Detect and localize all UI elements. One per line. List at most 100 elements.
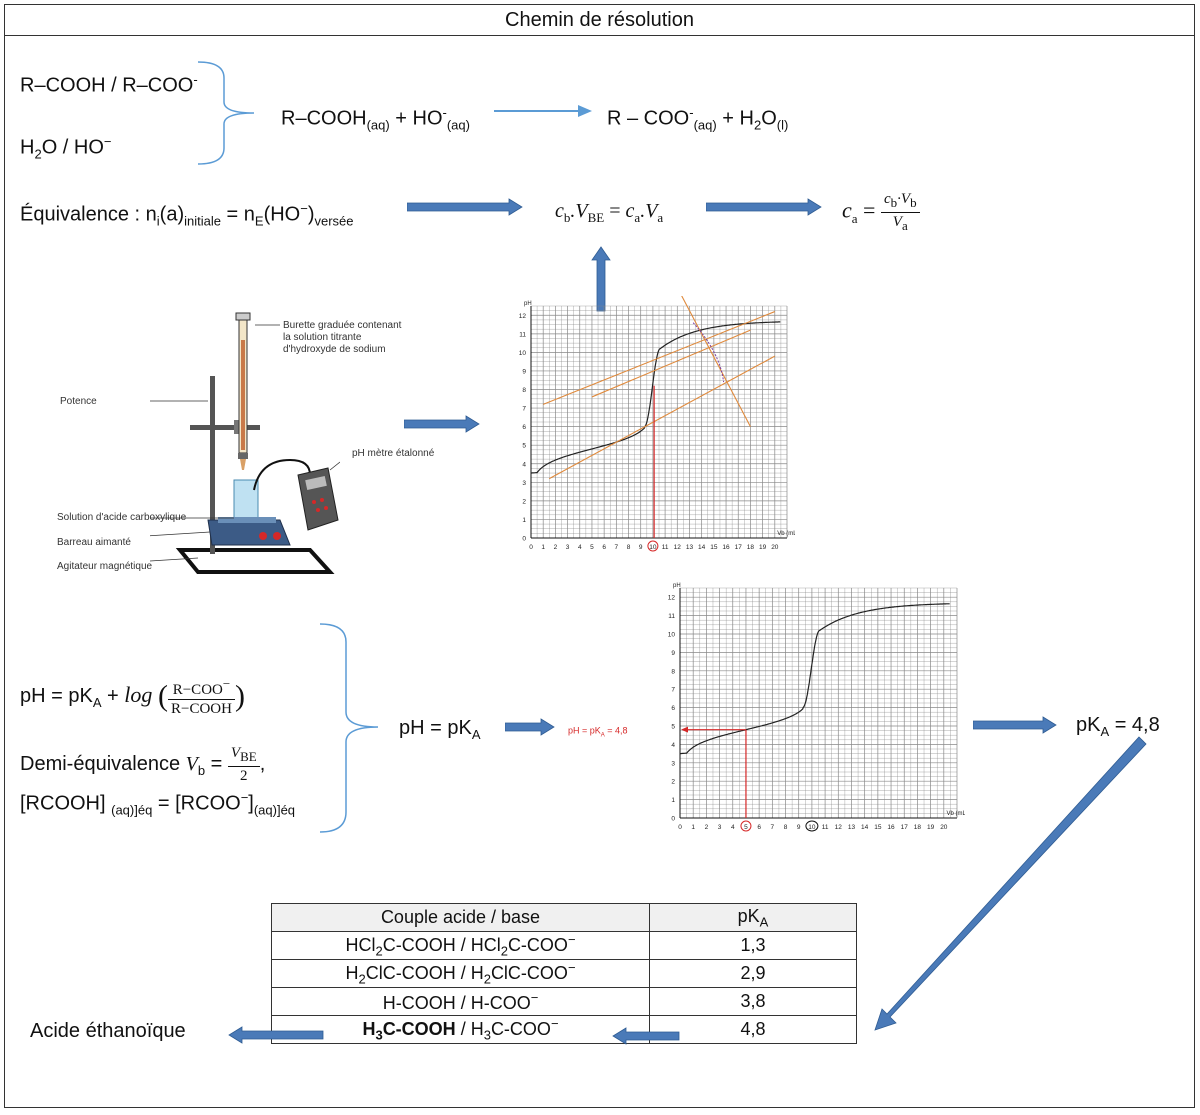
block-arrow-4 [505, 718, 555, 736]
block-arrow-diagonal [874, 736, 1147, 1031]
y-tick-label: 3 [671, 760, 675, 767]
x-tick-label: 15 [874, 824, 882, 831]
y-tick-label: 5 [522, 443, 526, 450]
brace-1 [197, 61, 255, 165]
henderson-equation: pH = pKA + log (R−COO−R−COOH) [20, 676, 245, 717]
x-tick-label: 18 [747, 544, 755, 551]
couple-cell: H-COOH / H-COO− [271, 987, 650, 1016]
y-tick-label: 3 [522, 480, 526, 487]
x-tick-label: 3 [718, 824, 722, 831]
table-row: H2ClC-COOH / H2ClC-COO− 2,9 [271, 959, 857, 988]
x-tick-label: 2 [554, 544, 558, 551]
y-tick-label: 8 [522, 387, 526, 394]
x-tick-label: 3 [566, 544, 570, 551]
x-tick-label: 9 [639, 544, 643, 551]
half-equiv-arrowhead [681, 726, 688, 733]
tangent-line [591, 329, 751, 398]
reaction-products: R – COO-(aq) + H2O(l) [607, 105, 789, 133]
y-tick-label: 1 [671, 797, 675, 804]
x-tick-label: 14 [861, 824, 869, 831]
y-tick-label: 4 [522, 461, 526, 468]
perpendicular-line [681, 296, 751, 427]
header-couple: Couple acide / base [271, 903, 650, 932]
label-agitateur: Agitateur magnétique [57, 561, 153, 572]
x-tick-label: 11 [662, 544, 669, 551]
half-equiv-circle [740, 820, 752, 832]
x-tick-label: 5 [590, 544, 594, 551]
concentration-equality: [RCOOH] (aq)]éq = [RCOO−](aq)]éq [20, 790, 296, 818]
x-tick-label: 0 [678, 824, 682, 831]
x-tick-label: 19 [927, 824, 935, 831]
x-tick-label: 16 [722, 544, 730, 551]
y-tick-label: 8 [671, 668, 675, 675]
x-tick-label: 16 [887, 824, 895, 831]
y-tick-label: 9 [671, 650, 675, 657]
y-tick-label: 2 [522, 498, 526, 505]
titration-apparatus [150, 312, 340, 574]
equivalence-relation: cb.VBE = ca.Va [555, 200, 664, 225]
equivalence-statement: Équivalence : ni(a)initiale = nE(HO−)ver… [20, 201, 354, 229]
x-tick-label: 17 [901, 824, 909, 831]
y-tick-label: 12 [668, 595, 676, 602]
brace-2 [319, 623, 379, 833]
pka-annotation: pH = pKA = 4,8 [568, 726, 628, 739]
table-row: HCl2C-COOH / HCl2C-COO− 1,3 [271, 931, 857, 960]
x-tick-label: 8 [627, 544, 631, 551]
grid [530, 305, 788, 539]
y-tick-label: 12 [519, 313, 527, 320]
x-axis-label: Vb (mL) [946, 811, 965, 817]
x-tick-label: 10 [649, 544, 657, 551]
x-tick-label: 20 [771, 544, 779, 551]
block-arrow-5 [973, 716, 1057, 734]
titration-curve [531, 321, 781, 474]
y-tick-label: 6 [522, 424, 526, 431]
block-arrow-left-1 [612, 1027, 680, 1045]
pka-cell: 1,3 [649, 931, 857, 960]
y-tick-label: 7 [522, 406, 526, 413]
y-tick-label: 0 [522, 536, 526, 543]
x-tick-label: 15 [710, 544, 718, 551]
y-tick-label: 9 [522, 368, 526, 375]
page-frame [4, 4, 1195, 1108]
pka-table: Couple acide / base pKA HCl2C-COOH / HCl… [271, 903, 857, 1044]
pka-cell: 4,8 [649, 1015, 857, 1044]
table-row-answer: H3C-COOH / H3C-COO− 4,8 [271, 1015, 857, 1044]
x-tick-label: 0 [529, 544, 533, 551]
y-tick-label: 2 [671, 779, 675, 786]
x-tick-label: 12 [835, 824, 843, 831]
x-tick-label: 13 [848, 824, 856, 831]
couple-cell: H2ClC-COOH / H2ClC-COO− [271, 959, 650, 988]
label-barreau: Barreau aimanté [57, 537, 131, 548]
x-tick-label: 7 [771, 824, 775, 831]
y-axis-label: pH [524, 301, 532, 307]
x-axis-label: Vb (mL) [777, 531, 795, 537]
x-tick-label: 1 [541, 544, 545, 551]
x-tick-label: 7 [615, 544, 619, 551]
x-tick-label: 6 [757, 824, 761, 831]
x-tick-label: 8 [784, 824, 788, 831]
couple-water-label: H2O / HO− [20, 134, 112, 162]
y-axis-label: pH [673, 583, 681, 589]
y-tick-label: 10 [519, 350, 527, 357]
y-tick-label: 7 [671, 687, 675, 694]
y-tick-label: 1 [522, 517, 526, 524]
y-tick-label: 0 [671, 816, 675, 823]
x-tick-label: 4 [578, 544, 582, 551]
header-pka: pKA [649, 903, 857, 932]
couple-cell: H3C-COOH / H3C-COO− [271, 1015, 650, 1044]
label-solution: Solution d'acide carboxylique [57, 512, 187, 523]
x-tick-label: 5 [744, 824, 748, 831]
x-tick-label: 17 [735, 544, 743, 551]
equivalence-circle [647, 540, 659, 552]
couple-cell: HCl2C-COOH / HCl2C-COO− [271, 931, 650, 960]
pka-cell: 3,8 [649, 987, 857, 1016]
ph-equals-pka: pH = pKA [399, 717, 481, 742]
x-tick-label: 10 [808, 824, 816, 831]
x-tick-label: 1 [691, 824, 695, 831]
y-tick-label: 10 [668, 632, 676, 639]
construction-arc [692, 322, 725, 383]
